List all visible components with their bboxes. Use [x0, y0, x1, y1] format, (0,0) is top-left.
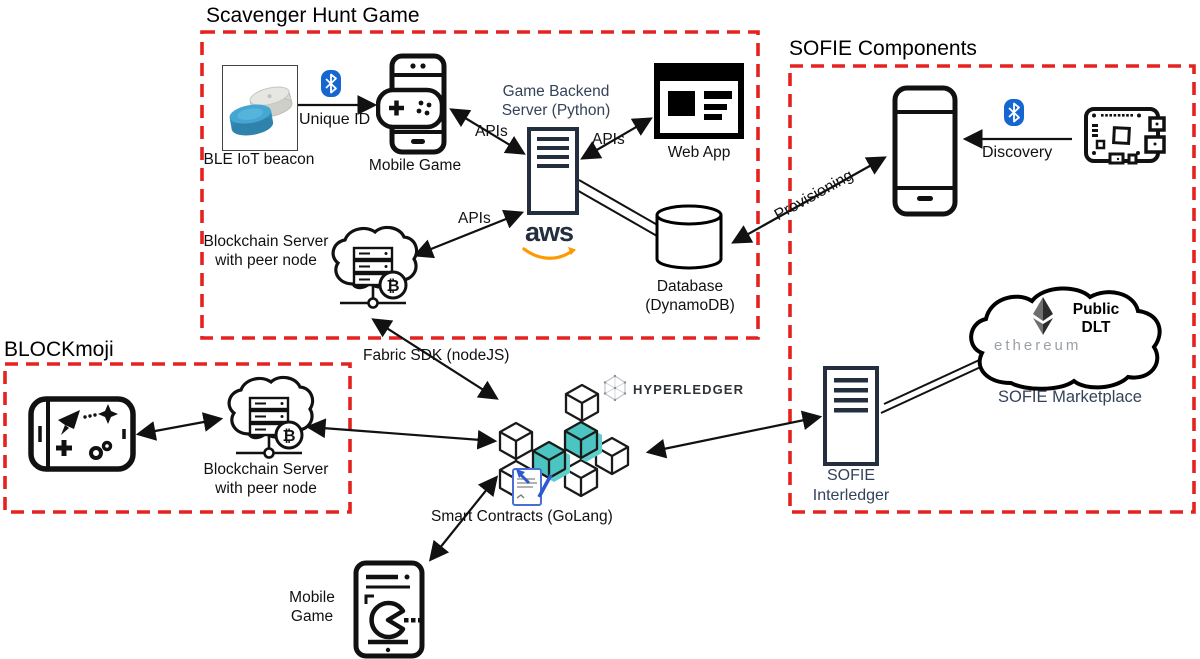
- sofie-phone-icon: [891, 84, 959, 218]
- hyperledger-label: HYPERLEDGER: [633, 382, 745, 397]
- btc-symbol: ₿: [282, 427, 295, 445]
- ble-beacon-icon: [229, 86, 293, 136]
- ethereum-diamond-icon: [1033, 297, 1053, 335]
- ethereum-label: ethereum: [994, 337, 1082, 354]
- web-app-icon: [654, 63, 744, 139]
- contract-document-icon: [512, 468, 553, 506]
- arrow-hub-interledger: [645, 410, 823, 459]
- bluetooth-icon: [321, 70, 341, 97]
- blockchain-server-label-1: Blockchain Server with peer node: [203, 233, 329, 269]
- link-backend-db-2: [574, 188, 658, 237]
- interledger-label: SOFIE Interledger: [812, 467, 890, 504]
- bluetooth-icon: [1004, 99, 1024, 126]
- aws-logo-text: aws: [524, 217, 574, 247]
- apis-label-3: APIs: [458, 210, 491, 227]
- database-label: Database (DynamoDB): [645, 278, 735, 314]
- backend-server-label: Game Backend Server (Python): [501, 83, 611, 119]
- smart-contracts-hub-icon: [495, 383, 645, 513]
- fabric-sdk-label: Fabric SDK (nodeJS): [363, 347, 510, 364]
- blockchain-server-icon-2: ₿: [222, 374, 316, 470]
- apis-label-1: APIs: [475, 123, 508, 140]
- scavenger-title: Scavenger Hunt Game: [206, 4, 420, 27]
- public-dlt-label: Public DLT: [1072, 301, 1120, 336]
- sofie-marketplace-label: SOFIE Marketplace: [998, 388, 1142, 406]
- blockmoji-phone-icon: [28, 396, 136, 472]
- smart-contracts-label: Smart Contracts (GoLang): [431, 508, 613, 525]
- blockchain-server-label-2: Blockchain Server with peer node: [203, 461, 329, 497]
- link-backend-db-1: [578, 179, 662, 228]
- bottom-mobile-game-icon: [352, 560, 426, 659]
- ble-beacon-label: BLE IoT beacon: [203, 151, 315, 168]
- blockchain-server-icon-1: ₿: [326, 224, 420, 320]
- mobile-game-icon: [376, 53, 448, 155]
- teal-cube-1: [563, 420, 602, 462]
- hyperledger-logo-icon: [601, 374, 629, 402]
- apis-label-2: APIs: [592, 131, 625, 148]
- discovery-label: Discovery: [982, 144, 1053, 161]
- ble-beacon-image: [222, 65, 298, 151]
- mobile-game-label: Mobile Game: [368, 157, 462, 174]
- arrow-blockmoji-server-hub: [305, 418, 498, 450]
- blockmoji-title: BLOCKmoji: [4, 338, 114, 361]
- aws-smile-icon: [522, 247, 576, 260]
- arrow-blockmoji-phone-server: [135, 412, 224, 441]
- bottom-mobile-game-label: Mobile Game: [289, 589, 335, 625]
- web-app-label: Web App: [667, 144, 731, 161]
- btc-symbol: ₿: [386, 277, 399, 295]
- unique-id-label: Unique ID: [299, 111, 371, 128]
- interledger-server-icon: [823, 366, 879, 466]
- backend-server-icon: [527, 127, 579, 215]
- aws-logo: aws: [518, 217, 580, 263]
- provisioning-label: Provisioning: [771, 166, 857, 225]
- raspberry-pi-icon: [1084, 103, 1168, 167]
- sofie-title: SOFIE Components: [789, 37, 977, 60]
- database-icon: [654, 203, 724, 273]
